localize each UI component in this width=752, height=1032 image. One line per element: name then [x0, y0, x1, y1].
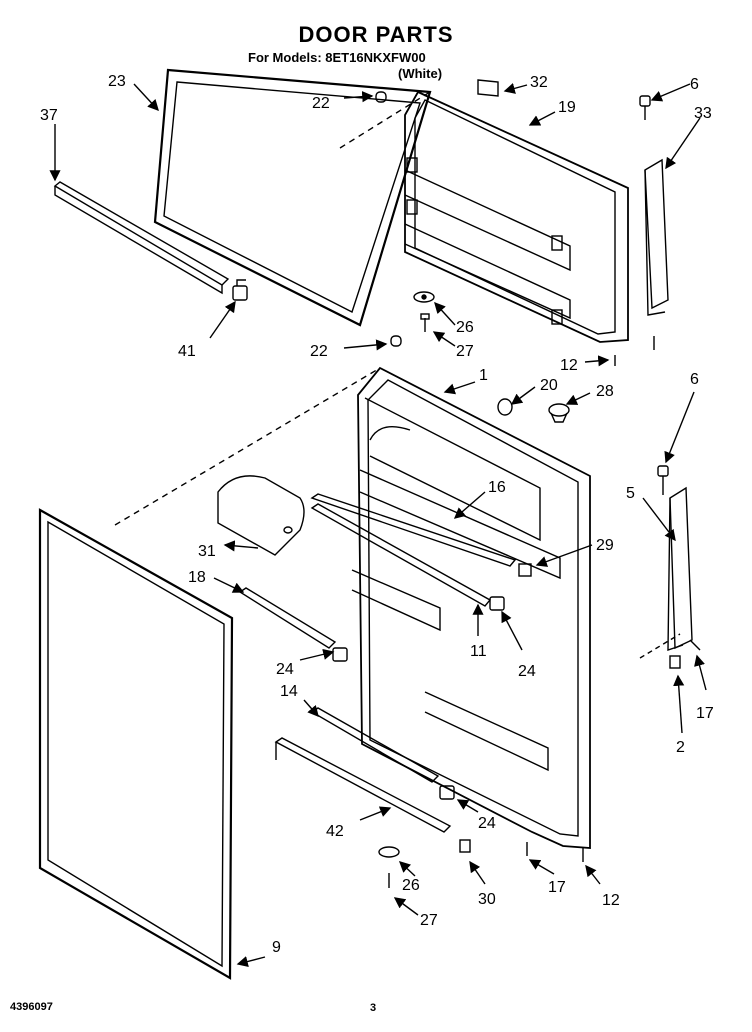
callout-22-upper: 22 [312, 95, 330, 112]
rating-label [477, 79, 499, 97]
callout-42: 42 [326, 823, 344, 840]
callout-16: 16 [488, 479, 506, 496]
callout-24-right: 24 [518, 663, 536, 680]
callout-28: 28 [596, 383, 614, 400]
trim-18 [238, 587, 337, 649]
callout-1: 1 [479, 367, 488, 384]
page-number: 3 [370, 1002, 377, 1014]
retainer-bar-16 [310, 493, 517, 567]
plug-lower [390, 335, 402, 347]
callout-5: 5 [626, 485, 635, 502]
freezer-door-liner [404, 90, 629, 343]
callout-20: 20 [540, 377, 558, 394]
callout-6-lower: 6 [690, 371, 699, 388]
callout-32: 32 [530, 74, 548, 91]
callout-9: 9 [272, 939, 281, 956]
butter-door [217, 475, 305, 556]
callout-19: 19 [558, 99, 576, 116]
callout-12-upper: 12 [560, 357, 578, 374]
freezer-retainer-strip [53, 181, 230, 295]
callout-26-upper: 26 [456, 319, 474, 336]
callout-31: 31 [198, 543, 216, 560]
clip-24-b [489, 596, 505, 611]
plug-upper [375, 91, 387, 103]
retainer-clip [232, 279, 248, 301]
callout-26-lower: 26 [402, 877, 420, 894]
callout-6-upper: 6 [690, 76, 699, 93]
door-stop-29 [518, 563, 532, 577]
bushing-30 [459, 839, 471, 853]
callout-17-bottom: 17 [548, 879, 566, 896]
dashed-leader [339, 91, 431, 149]
callout-29: 29 [596, 537, 614, 554]
color-variant: (White) [398, 66, 443, 81]
callout-33: 33 [694, 105, 712, 122]
freezer-door-gasket [153, 68, 432, 327]
callout-27-lower: 27 [420, 912, 438, 929]
bottom-hinge-2 [669, 655, 681, 669]
center-hinge [657, 465, 693, 651]
callout-18: 18 [188, 569, 206, 586]
bottom-screw-17 [689, 639, 701, 651]
callout-14: 14 [280, 683, 298, 700]
document-number: 4396097 [10, 1001, 53, 1013]
dashed-leader-lower [114, 367, 381, 526]
callout-24-left: 24 [276, 661, 294, 678]
callout-2: 2 [676, 739, 685, 756]
callout-37: 37 [40, 107, 58, 124]
bar-42 [274, 737, 452, 833]
fresh-food-door-liner [351, 366, 591, 849]
callout-labels: 23 37 41 22 32 19 6 33 26 27 22 12 1 20 … [40, 73, 714, 956]
callout-12-bottom: 12 [602, 892, 620, 909]
callout-30: 30 [478, 891, 496, 908]
clip-24-c [439, 785, 455, 800]
cam-and-screw-lower [378, 846, 400, 888]
callout-23: 23 [108, 73, 126, 90]
cam-and-screw-upper [413, 291, 435, 332]
clip-24-a [332, 647, 348, 662]
callout-22-lower: 22 [310, 343, 328, 360]
callout-24-lower: 24 [478, 815, 496, 832]
cam-20 [497, 398, 513, 416]
callout-11: 11 [470, 643, 487, 660]
top-hinge [639, 95, 669, 316]
page-title: DOOR PARTS [298, 22, 454, 47]
dashed-leader-hinge [639, 633, 681, 659]
callout-17-hinge: 17 [696, 705, 714, 722]
hinge-cap-28 [548, 403, 570, 423]
model-line: For Models: 8ET16NKXFW00 [248, 50, 426, 65]
leader-arrows [49, 83, 707, 967]
fresh-food-door-gasket [38, 508, 234, 980]
callout-27-upper: 27 [456, 343, 474, 360]
callout-41: 41 [178, 343, 196, 360]
